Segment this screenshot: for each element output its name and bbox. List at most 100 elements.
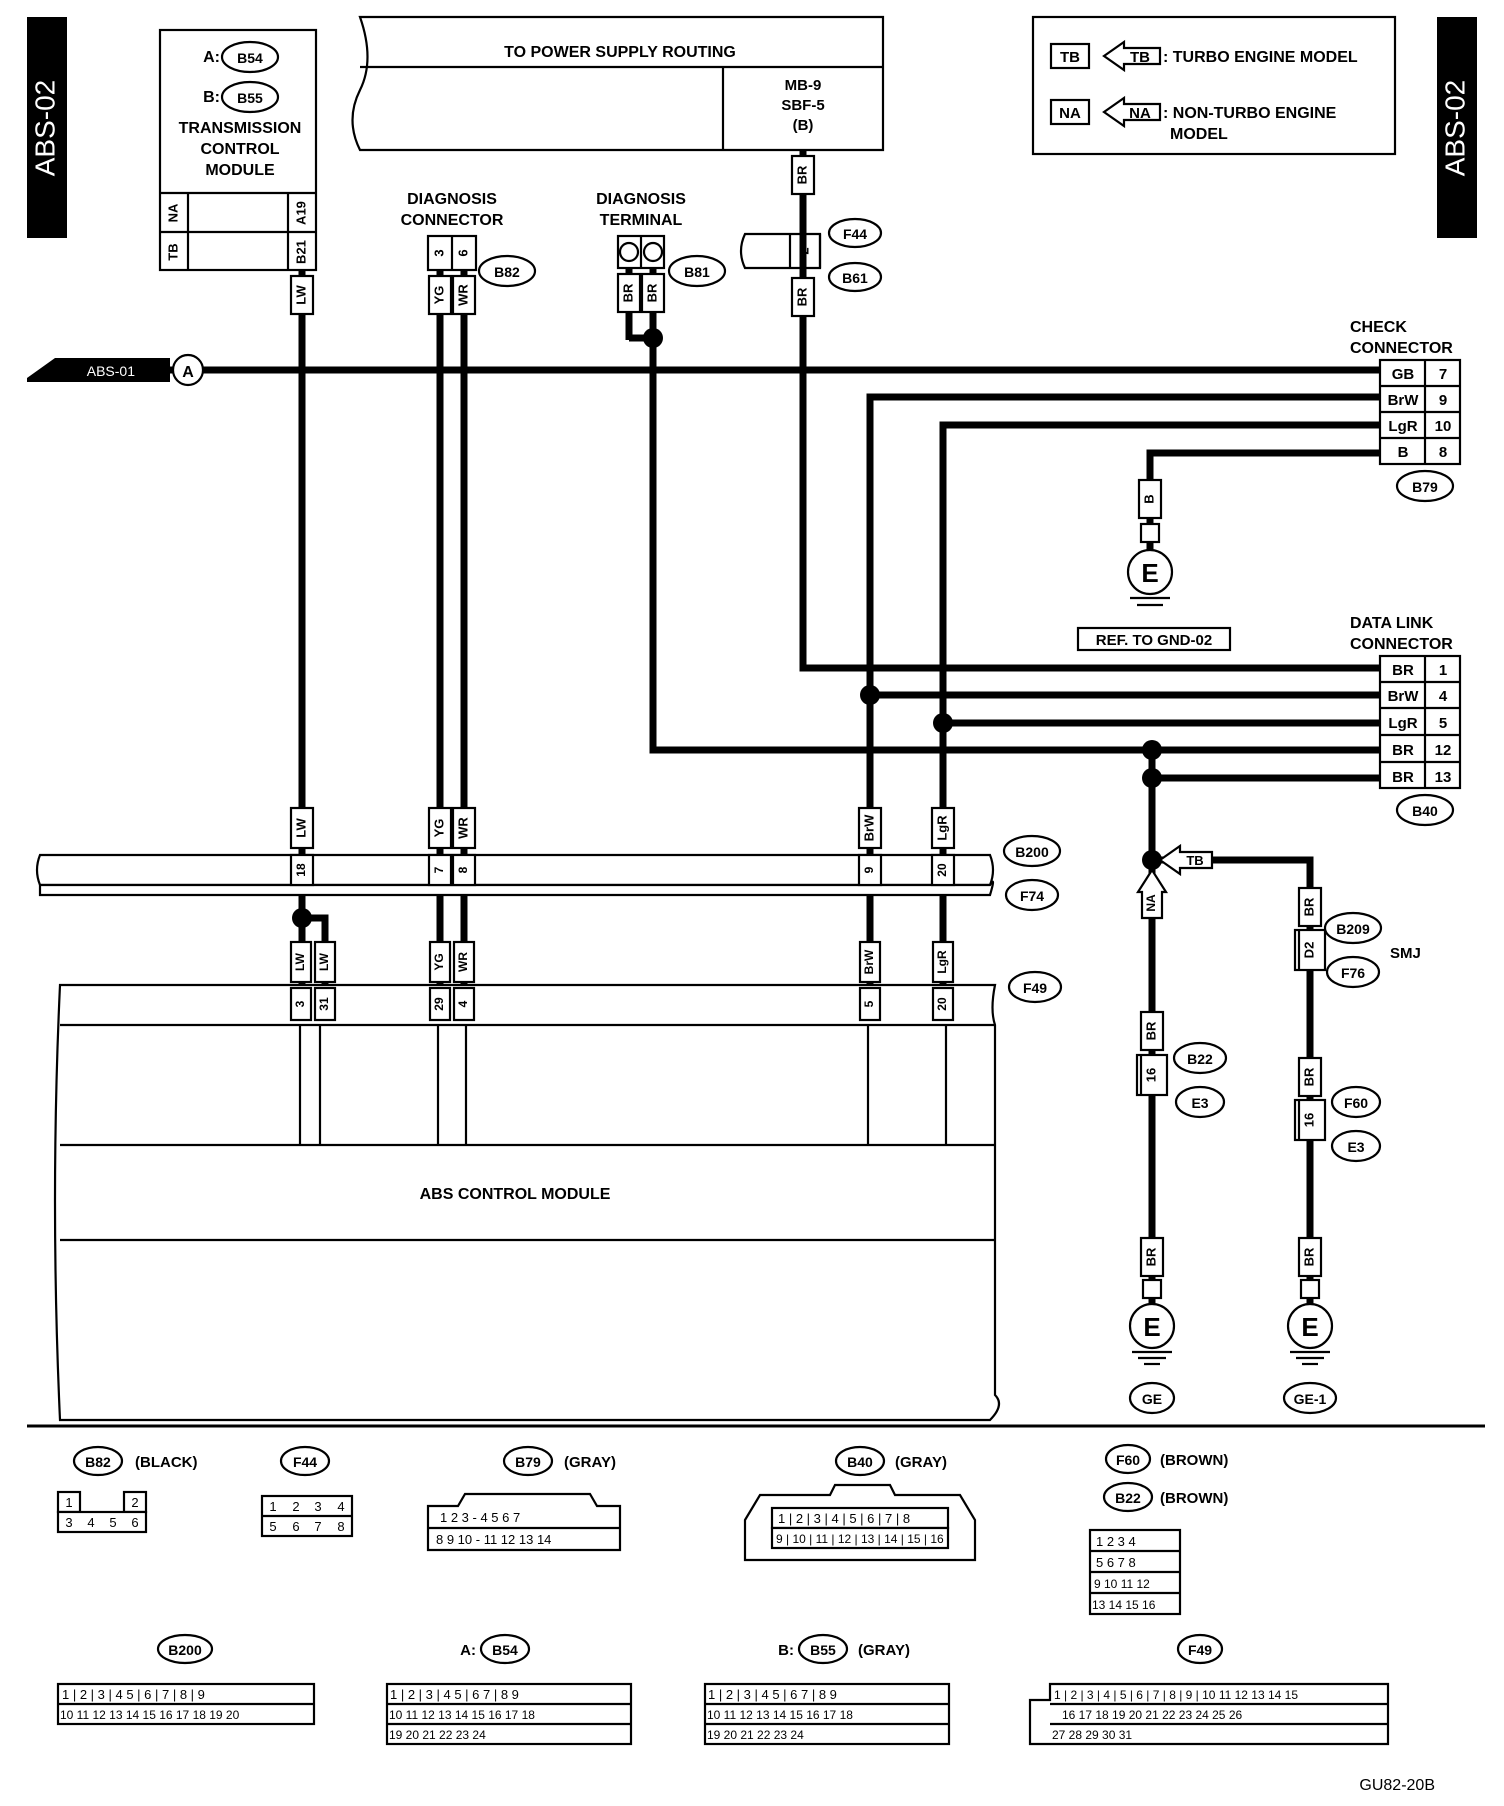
svg-text:B40: B40 <box>847 1454 873 1470</box>
svg-text:(BROWN): (BROWN) <box>1160 1452 1228 1469</box>
svg-text:(GRAY): (GRAY) <box>564 1454 616 1471</box>
svg-text:F44: F44 <box>843 226 867 242</box>
svg-text:B:: B: <box>203 89 220 106</box>
svg-text:10: 10 <box>1435 418 1452 435</box>
svg-text:(GRAY): (GRAY) <box>858 1642 910 1659</box>
svg-text:BR: BR <box>644 283 659 302</box>
svg-text:BR: BR <box>1301 897 1316 916</box>
figure-code: GU82-20B <box>1359 1777 1435 1794</box>
svg-text:9: 9 <box>1439 392 1447 409</box>
svg-text:6: 6 <box>131 1515 138 1530</box>
diagnosis-connector: DIAGNOSIS CONNECTOR 3 6 B82 <box>401 191 537 288</box>
svg-text:B21: B21 <box>293 240 308 264</box>
svg-text:B200: B200 <box>168 1642 202 1658</box>
svg-text:CONNECTOR: CONNECTOR <box>1350 636 1453 653</box>
svg-text:BR: BR <box>1143 1247 1158 1266</box>
svg-text:(BLACK): (BLACK) <box>135 1454 197 1471</box>
svg-text:BR: BR <box>1392 769 1414 786</box>
svg-text:DIAGNOSIS: DIAGNOSIS <box>596 191 686 208</box>
svg-text:CONTROL: CONTROL <box>200 141 279 158</box>
svg-text:F60: F60 <box>1116 1452 1140 1468</box>
svg-text:10 11 12 13 14 15 16 17: 10 11 12 13 14 15 16 17 18 <box>389 1708 535 1722</box>
svg-text:WR: WR <box>456 952 470 972</box>
svg-text:B:: B: <box>778 1642 794 1659</box>
svg-text:GB: GB <box>1392 366 1415 383</box>
svg-text:(B): (B) <box>793 117 814 134</box>
b200-f74-connector: B200 F74 18 7 8 9 20 LW YG WR BrW LgR <box>35 806 1062 912</box>
svg-text:1 | 2 | 3 | 4 5 | 6 7 | 8: 1 | 2 | 3 | 4 5 | 6 7 | 8 9 <box>390 1687 519 1702</box>
svg-text:BR: BR <box>1143 1021 1158 1040</box>
svg-text:2: 2 <box>292 1499 299 1514</box>
diagnosis-terminal: DIAGNOSIS TERMINAL B81 <box>596 191 727 288</box>
svg-text:BR: BR <box>1392 662 1414 679</box>
svg-text:16: 16 <box>1301 1113 1316 1127</box>
svg-text:BR: BR <box>794 165 809 184</box>
svg-text:B55: B55 <box>237 90 263 106</box>
svg-text:5 6 7 8: 5 6 7 8 <box>1096 1555 1136 1570</box>
svg-text:1 2 3 - 4 5 6 7: 1 2 3 - 4 5 6 7 <box>440 1510 520 1525</box>
svg-text:ABS-01: ABS-01 <box>87 363 135 379</box>
svg-text:CONNECTOR: CONNECTOR <box>401 212 504 229</box>
svg-text:5: 5 <box>862 1000 876 1007</box>
svg-text:BrW: BrW <box>862 949 876 974</box>
svg-text:ABS CONTROL MODULE: ABS CONTROL MODULE <box>420 1186 611 1203</box>
svg-text:TB: TB <box>1130 49 1150 66</box>
abs-control-module: ABS CONTROL MODULE F49 3 31 29 4 5 20 LW… <box>53 940 1063 1422</box>
svg-text:B82: B82 <box>494 264 520 280</box>
svg-text:B22: B22 <box>1115 1490 1141 1506</box>
svg-text:4: 4 <box>456 1000 470 1007</box>
svg-text:MODEL: MODEL <box>1170 126 1228 143</box>
svg-text:10 11 12 13 14 15 16 17 18 19: 10 11 12 13 14 15 16 17 18 19 20 <box>60 1708 240 1722</box>
svg-text:TB: TB <box>165 243 180 260</box>
svg-text:7: 7 <box>314 1519 321 1534</box>
svg-text:A:: A: <box>203 49 220 66</box>
svg-text:B55: B55 <box>810 1642 836 1658</box>
power-supply-routing: TO POWER SUPPLY ROUTING MB-9 SBF-5 (B) <box>351 15 885 152</box>
svg-text:ABS-02: ABS-02 <box>1439 80 1470 177</box>
svg-text:13: 13 <box>1435 769 1452 786</box>
svg-text:LgR: LgR <box>935 950 949 974</box>
svg-text:LgR: LgR <box>1388 715 1417 732</box>
ground-branches: NA TB BR D2 B209 F76 SMJ BR 16 B22 E3 BR… <box>1128 843 1421 1415</box>
svg-text:E: E <box>1301 1312 1318 1342</box>
svg-text:8 9 10 - 11 12 13 14: 8 9 10 - 11 12 13 14 <box>436 1532 551 1547</box>
svg-text:20: 20 <box>935 863 949 877</box>
svg-text:F44: F44 <box>293 1454 317 1470</box>
svg-text:ABS-02: ABS-02 <box>29 80 60 177</box>
svg-text:B79: B79 <box>1412 479 1438 495</box>
svg-text:LgR: LgR <box>934 815 949 841</box>
svg-text:9 | 10 | 11 | 12 | 13 | 14 | 1: 9 | 10 | 11 | 12 | 13 | 14 | 15 | 16 <box>776 1532 944 1546</box>
svg-text:19 20 21 22 2: 19 20 21 22 23 24 <box>389 1728 486 1742</box>
svg-text:BrW: BrW <box>861 814 876 841</box>
svg-text:WR: WR <box>455 284 470 306</box>
svg-text:TERMINAL: TERMINAL <box>600 212 683 229</box>
svg-text:BrW: BrW <box>1388 392 1420 409</box>
svg-text:YG: YG <box>431 819 446 838</box>
svg-text:7: 7 <box>1439 366 1447 383</box>
svg-text:31: 31 <box>317 997 331 1011</box>
svg-text:WR: WR <box>455 817 470 839</box>
svg-text:8: 8 <box>456 866 470 873</box>
svg-text:6: 6 <box>455 249 470 256</box>
svg-text:B81: B81 <box>684 264 710 280</box>
svg-text:BR: BR <box>1301 1067 1316 1086</box>
svg-text:B200: B200 <box>1015 844 1049 860</box>
svg-text:NA: NA <box>1129 105 1151 122</box>
svg-text:(GRAY): (GRAY) <box>895 1454 947 1471</box>
svg-text:13 14 15 16: 13 14 15 16 <box>1092 1598 1156 1612</box>
svg-text:18: 18 <box>294 863 308 877</box>
svg-text:E3: E3 <box>1191 1095 1208 1111</box>
svg-text:(BROWN): (BROWN) <box>1160 1490 1228 1507</box>
svg-text:E3: E3 <box>1347 1139 1364 1155</box>
svg-text:4: 4 <box>1439 688 1448 705</box>
junction-dots <box>292 328 1162 928</box>
svg-text:REF. TO GND-02: REF. TO GND-02 <box>1096 632 1212 649</box>
svg-text:BR: BR <box>1392 742 1414 759</box>
svg-text:1: 1 <box>1439 662 1447 679</box>
svg-text:MODULE: MODULE <box>205 162 275 179</box>
svg-text:5: 5 <box>269 1519 276 1534</box>
svg-text:19 20 21 22 2: 19 20 21 22 23 24 <box>707 1728 804 1742</box>
svg-text:29: 29 <box>432 997 446 1011</box>
svg-text:LW: LW <box>317 952 331 971</box>
svg-text:6: 6 <box>292 1519 299 1534</box>
